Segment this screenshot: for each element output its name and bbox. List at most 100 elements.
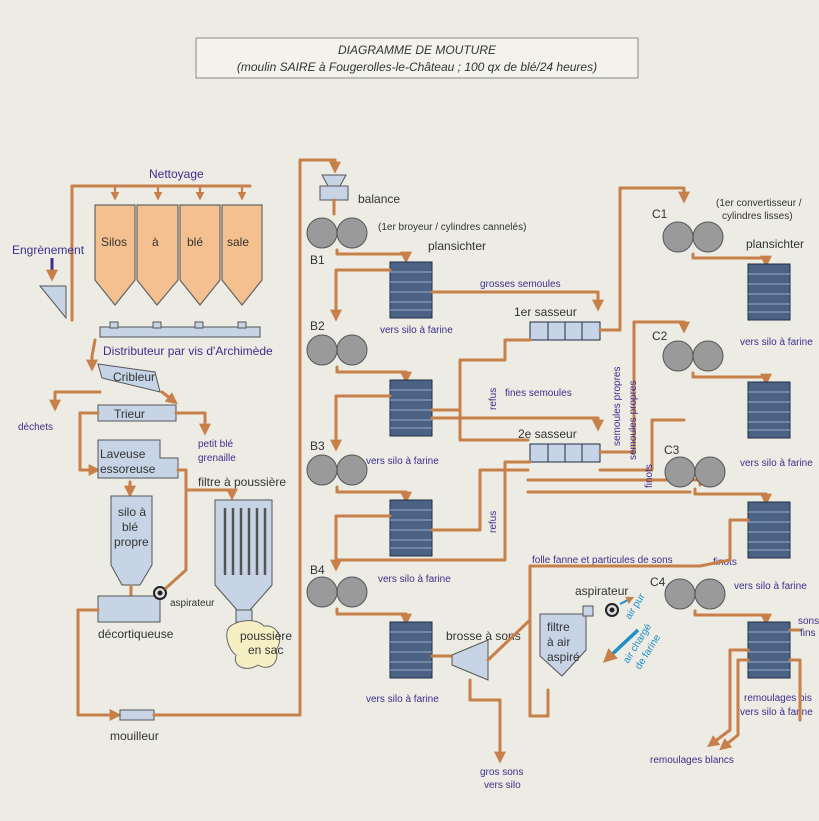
b4-roll-left	[306, 576, 338, 608]
decortiqueuse	[97, 595, 161, 623]
petit-ble-label: petit blé	[198, 439, 233, 450]
plansichter-2	[389, 379, 433, 437]
silo-propre-3: propre	[114, 535, 149, 549]
brosse-label: brosse à sons	[446, 629, 521, 643]
silo-label-1: Silos	[101, 235, 127, 249]
folle-fanne-label: folle fanne et particules de sons	[532, 555, 673, 566]
mouilleur	[119, 709, 155, 721]
c2-roll-left	[662, 340, 694, 372]
b1-vers-silo: vers silo à farine	[380, 325, 453, 336]
filtre-label-3: aspiré	[547, 650, 580, 664]
finots-label-1: finots	[644, 464, 655, 488]
cleaning-section: Nettoyage Engrènement Silos à blé sale D…	[12, 158, 341, 743]
dechets-label: déchets	[18, 422, 53, 433]
filtre-poussiere-label: filtre à poussière	[198, 475, 286, 489]
sasseur2-label: 2e sasseur	[518, 427, 577, 441]
semoules-propres-1: semoules propres	[612, 367, 623, 446]
sasseur1-label: 1er sasseur	[514, 305, 577, 319]
c1-roll-right	[692, 221, 724, 253]
engrenement-label: Engrènement	[12, 243, 85, 257]
refus-label-2: refus	[488, 511, 499, 533]
c3-roll-right	[694, 456, 726, 488]
poussiere-label-2: en sac	[248, 643, 283, 657]
c1-vers-silo: vers silo à farine	[740, 337, 813, 348]
plansichter-c4	[747, 621, 791, 679]
plansichter-4	[389, 621, 433, 679]
b1-label: B1	[310, 253, 325, 267]
air-charge-arrow	[602, 628, 640, 663]
reduction-section: C1 (1er convertisseur / cylindres lisses…	[650, 198, 819, 766]
b4-label: B4	[310, 563, 325, 577]
c2-label: C2	[652, 329, 668, 343]
nettoyage-label: Nettoyage	[149, 167, 204, 181]
b2-roll-right	[336, 334, 368, 366]
filtre-label-1: filtre	[547, 620, 570, 634]
trieur-label: Trieur	[114, 407, 145, 421]
decortiqueuse-label: décortiqueuse	[98, 627, 174, 641]
dust-filter	[214, 499, 273, 611]
laveuse-essoreuse	[97, 439, 179, 479]
remoulages-blancs-label: remoulages blancs	[650, 755, 734, 766]
cleaning-feed-line	[70, 184, 252, 322]
balance	[319, 185, 349, 201]
plansichter-label: plansichter	[428, 239, 486, 253]
screw-conveyor	[99, 326, 261, 338]
c2-vers-silo: vers silo à farine	[740, 458, 813, 469]
silo-propre-1: silo à	[118, 505, 146, 519]
filtre-label-2: à air	[547, 635, 570, 649]
silo-label-3: blé	[187, 235, 203, 249]
balance-label: balance	[358, 192, 400, 206]
convertisseur-2: cylindres lisses)	[722, 211, 793, 222]
b3-label: B3	[310, 439, 325, 453]
aspirateur2-label: aspirateur	[575, 584, 628, 598]
title-line1: DIAGRAMME DE MOUTURE	[338, 43, 497, 57]
c3-vers-silo: vers silo à farine	[734, 581, 807, 592]
b2-vers-silo: vers silo à farine	[366, 456, 439, 467]
plansichter-3	[389, 499, 433, 557]
poussiere-label-1: poussière	[240, 629, 292, 643]
remoulages-bis-2: vers silo à farine	[740, 707, 813, 718]
silo-propre-2: blé	[122, 520, 138, 534]
grenaille-label: grenaille	[198, 453, 236, 464]
mouilleur-label: mouilleur	[110, 729, 159, 743]
essoreuse-label: essoreuse	[100, 462, 156, 476]
clean-silo	[110, 495, 153, 586]
c4-roll-right	[694, 578, 726, 610]
plansichter-c3	[747, 501, 791, 559]
c4-roll-left	[664, 578, 696, 610]
aspirateur-label: aspirateur	[170, 598, 215, 609]
silo-label-4: sale	[227, 235, 249, 249]
silos: Silos à blé sale	[94, 204, 263, 306]
c1-roll-left	[662, 221, 694, 253]
c2-roll-right	[692, 340, 724, 372]
b2-roll-left	[306, 334, 338, 366]
convertisseur-1: (1er convertisseur /	[716, 198, 802, 209]
air-filter	[539, 613, 587, 677]
b2-label: B2	[310, 319, 325, 333]
title-line2: (moulin SAIRE à Fougerolles-le-Château ;…	[237, 60, 597, 74]
cribleur	[97, 363, 161, 393]
semoules-propres-2: semoules propres	[628, 381, 639, 460]
b1-roll-right	[336, 217, 368, 249]
plansichter-c2	[747, 381, 791, 439]
b4-vers-silo: vers silo à farine	[366, 694, 439, 705]
c3-roll-left	[664, 456, 696, 488]
dust-bag	[226, 620, 280, 669]
hopper	[38, 285, 67, 320]
b4-roll-right	[336, 576, 368, 608]
brosse-a-sons	[451, 639, 489, 681]
remoulages-bis-1: remoulages bis	[744, 693, 812, 704]
c3-label: C3	[664, 443, 680, 457]
fines-semoules-label: fines semoules	[505, 388, 572, 399]
gros-sons-2: vers silo	[484, 780, 521, 791]
title-box: DIAGRAMME DE MOUTURE (moulin SAIRE à Fou…	[195, 37, 639, 79]
refus-label-1: refus	[488, 388, 499, 410]
sons-fins-2: fins	[800, 628, 816, 639]
plansichter-1	[389, 261, 433, 319]
b3-roll-left	[306, 454, 338, 486]
cribleur-label: Cribleur	[113, 370, 155, 384]
c4-label: C4	[650, 575, 666, 589]
grosses-semoules-label: grosses semoules	[480, 279, 561, 290]
b1-roll-left	[306, 217, 338, 249]
